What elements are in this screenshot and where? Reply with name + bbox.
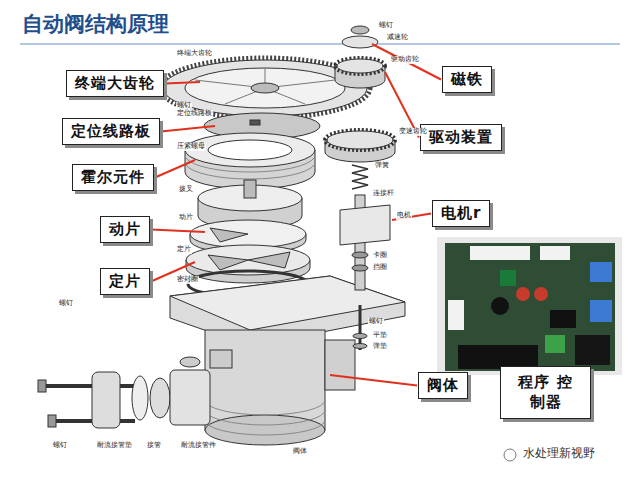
part-label: 螺钉 (176, 102, 192, 110)
leader-line (330, 375, 417, 386)
callout-text: 终端大齿轮 (75, 74, 155, 93)
callout-box: 驱动装置 (420, 124, 502, 151)
part-label: 压紧螺母 (176, 143, 206, 151)
callout-box: 霍尔元件 (72, 164, 154, 191)
page-title: 自动阀结构原理 (22, 10, 169, 38)
callout-box: 阀体 (418, 372, 468, 399)
leader-line (161, 126, 215, 132)
leader-line (155, 160, 195, 178)
part-label: 螺钉 (52, 442, 68, 450)
part-label: 弹簧 (374, 162, 390, 170)
callout-text: 程序 控制器 (511, 372, 580, 413)
part-label: 卡圈 (372, 252, 388, 260)
valve-exploded-view (38, 26, 405, 445)
part-label: 螺钉 (368, 318, 384, 326)
callout-box: 终端大齿轮 (66, 70, 164, 97)
part-label: 平垫 (372, 332, 388, 340)
part-label: 密封圈 (176, 276, 199, 284)
title-rule (20, 43, 620, 45)
callout-text: 阀体 (427, 376, 459, 395)
callout-text: 定片 (109, 272, 141, 291)
part-label: 定片 (176, 246, 192, 254)
part-label: 动片 (178, 214, 194, 222)
part-label: 减速轮 (386, 34, 409, 42)
part-label: 螺钉 (378, 22, 394, 30)
part-label: 变速齿轮 (398, 128, 428, 136)
part-label: 挡圈 (372, 264, 388, 272)
leader-line (165, 82, 200, 84)
callout-box: 定位线路板 (62, 118, 160, 145)
part-label: 终端大齿轮 (176, 50, 213, 58)
callout-box: 定片 (100, 268, 150, 295)
part-label: 电机 (396, 212, 412, 220)
leader-line (151, 230, 205, 233)
callout-text: 电机r (441, 204, 481, 223)
watermark: 水处理新视野 (522, 447, 596, 460)
part-label: 耐流接管垫 (96, 442, 133, 450)
callout-text: 定位线路板 (71, 122, 151, 141)
callout-box: 磁铁 (442, 66, 492, 93)
part-label: 螺钉 (58, 300, 74, 308)
part-label: 阀体 (292, 448, 308, 456)
callout-text: 磁铁 (451, 70, 483, 89)
part-label: 拨叉 (178, 186, 194, 194)
callout-text: 驱动装置 (429, 128, 493, 147)
leader-line (372, 44, 441, 80)
callout-text: 霍尔元件 (81, 168, 145, 187)
part-label: 连接杆 (372, 190, 395, 198)
controller-photo (437, 237, 622, 375)
part-label: 接管 (146, 442, 162, 450)
part-label: 耐流接管件 (180, 442, 217, 450)
wechat-icon (504, 449, 516, 461)
part-label: 驱动齿轮 (390, 56, 420, 64)
part-label: 定位线路板 (176, 110, 213, 118)
part-label: 弹垫 (372, 343, 388, 351)
callout-box: 程序 控制器 (500, 366, 591, 419)
callout-text: 动片 (109, 220, 141, 239)
callout-box: 电机r (432, 200, 490, 227)
callout-box: 动片 (100, 216, 150, 243)
